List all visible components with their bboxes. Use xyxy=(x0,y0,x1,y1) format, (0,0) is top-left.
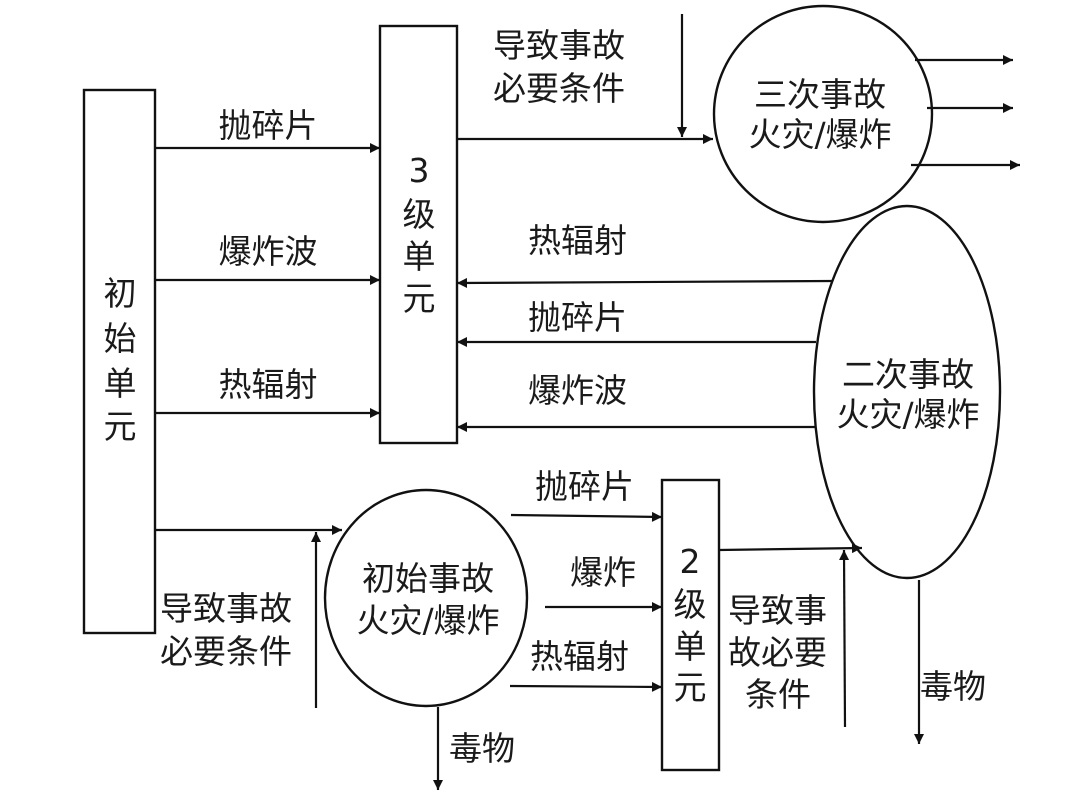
label-init-condition-2: 必要条件 xyxy=(160,632,292,671)
level3-unit-label-1: 3 xyxy=(409,151,430,190)
level2-unit-label-3: 单 xyxy=(674,627,707,666)
label-ia-to-l2-fragments: 抛碎片 xyxy=(535,467,634,506)
label-init-condition-1: 导致事故 xyxy=(160,589,292,628)
level3-unit-label-2: 级 xyxy=(403,195,436,234)
initial-unit-label-3: 单 xyxy=(104,364,137,403)
arrow-l2-to-secondary xyxy=(718,543,863,554)
level2-unit-label-4: 元 xyxy=(674,668,707,707)
tertiary-accident-label-2: 火灾/爆炸 xyxy=(748,115,891,154)
initial-accident-label-2: 火灾/爆炸 xyxy=(356,601,499,640)
initial-accident-label-1: 初始事故 xyxy=(362,559,494,598)
arrow-l2-condition xyxy=(839,549,850,728)
label-sec-toxic: 毒物 xyxy=(920,667,986,706)
label-init-to-l3-blast: 爆炸波 xyxy=(219,232,318,271)
arrow-ia-to-l2-fragments xyxy=(510,511,663,522)
label-l3-condition-2: 必要条件 xyxy=(493,69,625,108)
label-ia-to-l2-heat: 热辐射 xyxy=(530,637,629,676)
label-ia-toxic: 毒物 xyxy=(449,729,515,768)
label-l2-condition-1: 导致事 xyxy=(728,591,827,630)
secondary-accident-node: 二次事故 火灾/爆炸 xyxy=(812,204,1002,580)
label-sec-to-l3-heat: 热辐射 xyxy=(528,221,627,260)
label-l2-condition-2: 故必要 xyxy=(728,633,827,672)
secondary-accident-label-1: 二次事故 xyxy=(842,355,974,394)
label-init-to-l3-fragments: 抛碎片 xyxy=(219,106,318,145)
level2-unit-label-2: 级 xyxy=(674,585,707,624)
label-sec-to-l3-blast: 爆炸波 xyxy=(528,371,627,410)
level3-unit-node: 3 级 单 元 xyxy=(378,24,459,445)
initial-unit-node: 初 始 单 元 xyxy=(82,88,157,635)
initial-accident-node: 初始事故 火灾/爆炸 xyxy=(323,488,529,708)
level2-unit-node: 2 级 单 元 xyxy=(660,478,721,772)
arrow-sec-to-l3-heat xyxy=(456,277,834,288)
level3-unit-label-3: 单 xyxy=(403,237,436,276)
level3-unit-label-4: 元 xyxy=(403,279,436,318)
secondary-accident-label-2: 火灾/爆炸 xyxy=(836,395,979,434)
initial-unit-label-4: 元 xyxy=(104,407,137,446)
label-init-to-l3-heat: 热辐射 xyxy=(219,365,318,404)
level2-unit-label-1: 2 xyxy=(680,542,701,581)
label-l2-condition-3: 条件 xyxy=(745,675,811,714)
label-ia-to-l2-explosion: 爆炸 xyxy=(570,553,636,592)
arrow-ia-to-l2-heat xyxy=(509,681,663,692)
initial-unit-label-1: 初 xyxy=(104,274,137,313)
tertiary-accident-label-1: 三次事故 xyxy=(754,75,886,114)
label-sec-to-l3-fragments: 抛碎片 xyxy=(528,298,627,337)
tertiary-accident-node: 三次事故 火灾/爆炸 xyxy=(712,4,934,224)
initial-unit-label-2: 始 xyxy=(104,319,137,358)
label-l3-condition-1: 导致事故 xyxy=(493,26,625,65)
